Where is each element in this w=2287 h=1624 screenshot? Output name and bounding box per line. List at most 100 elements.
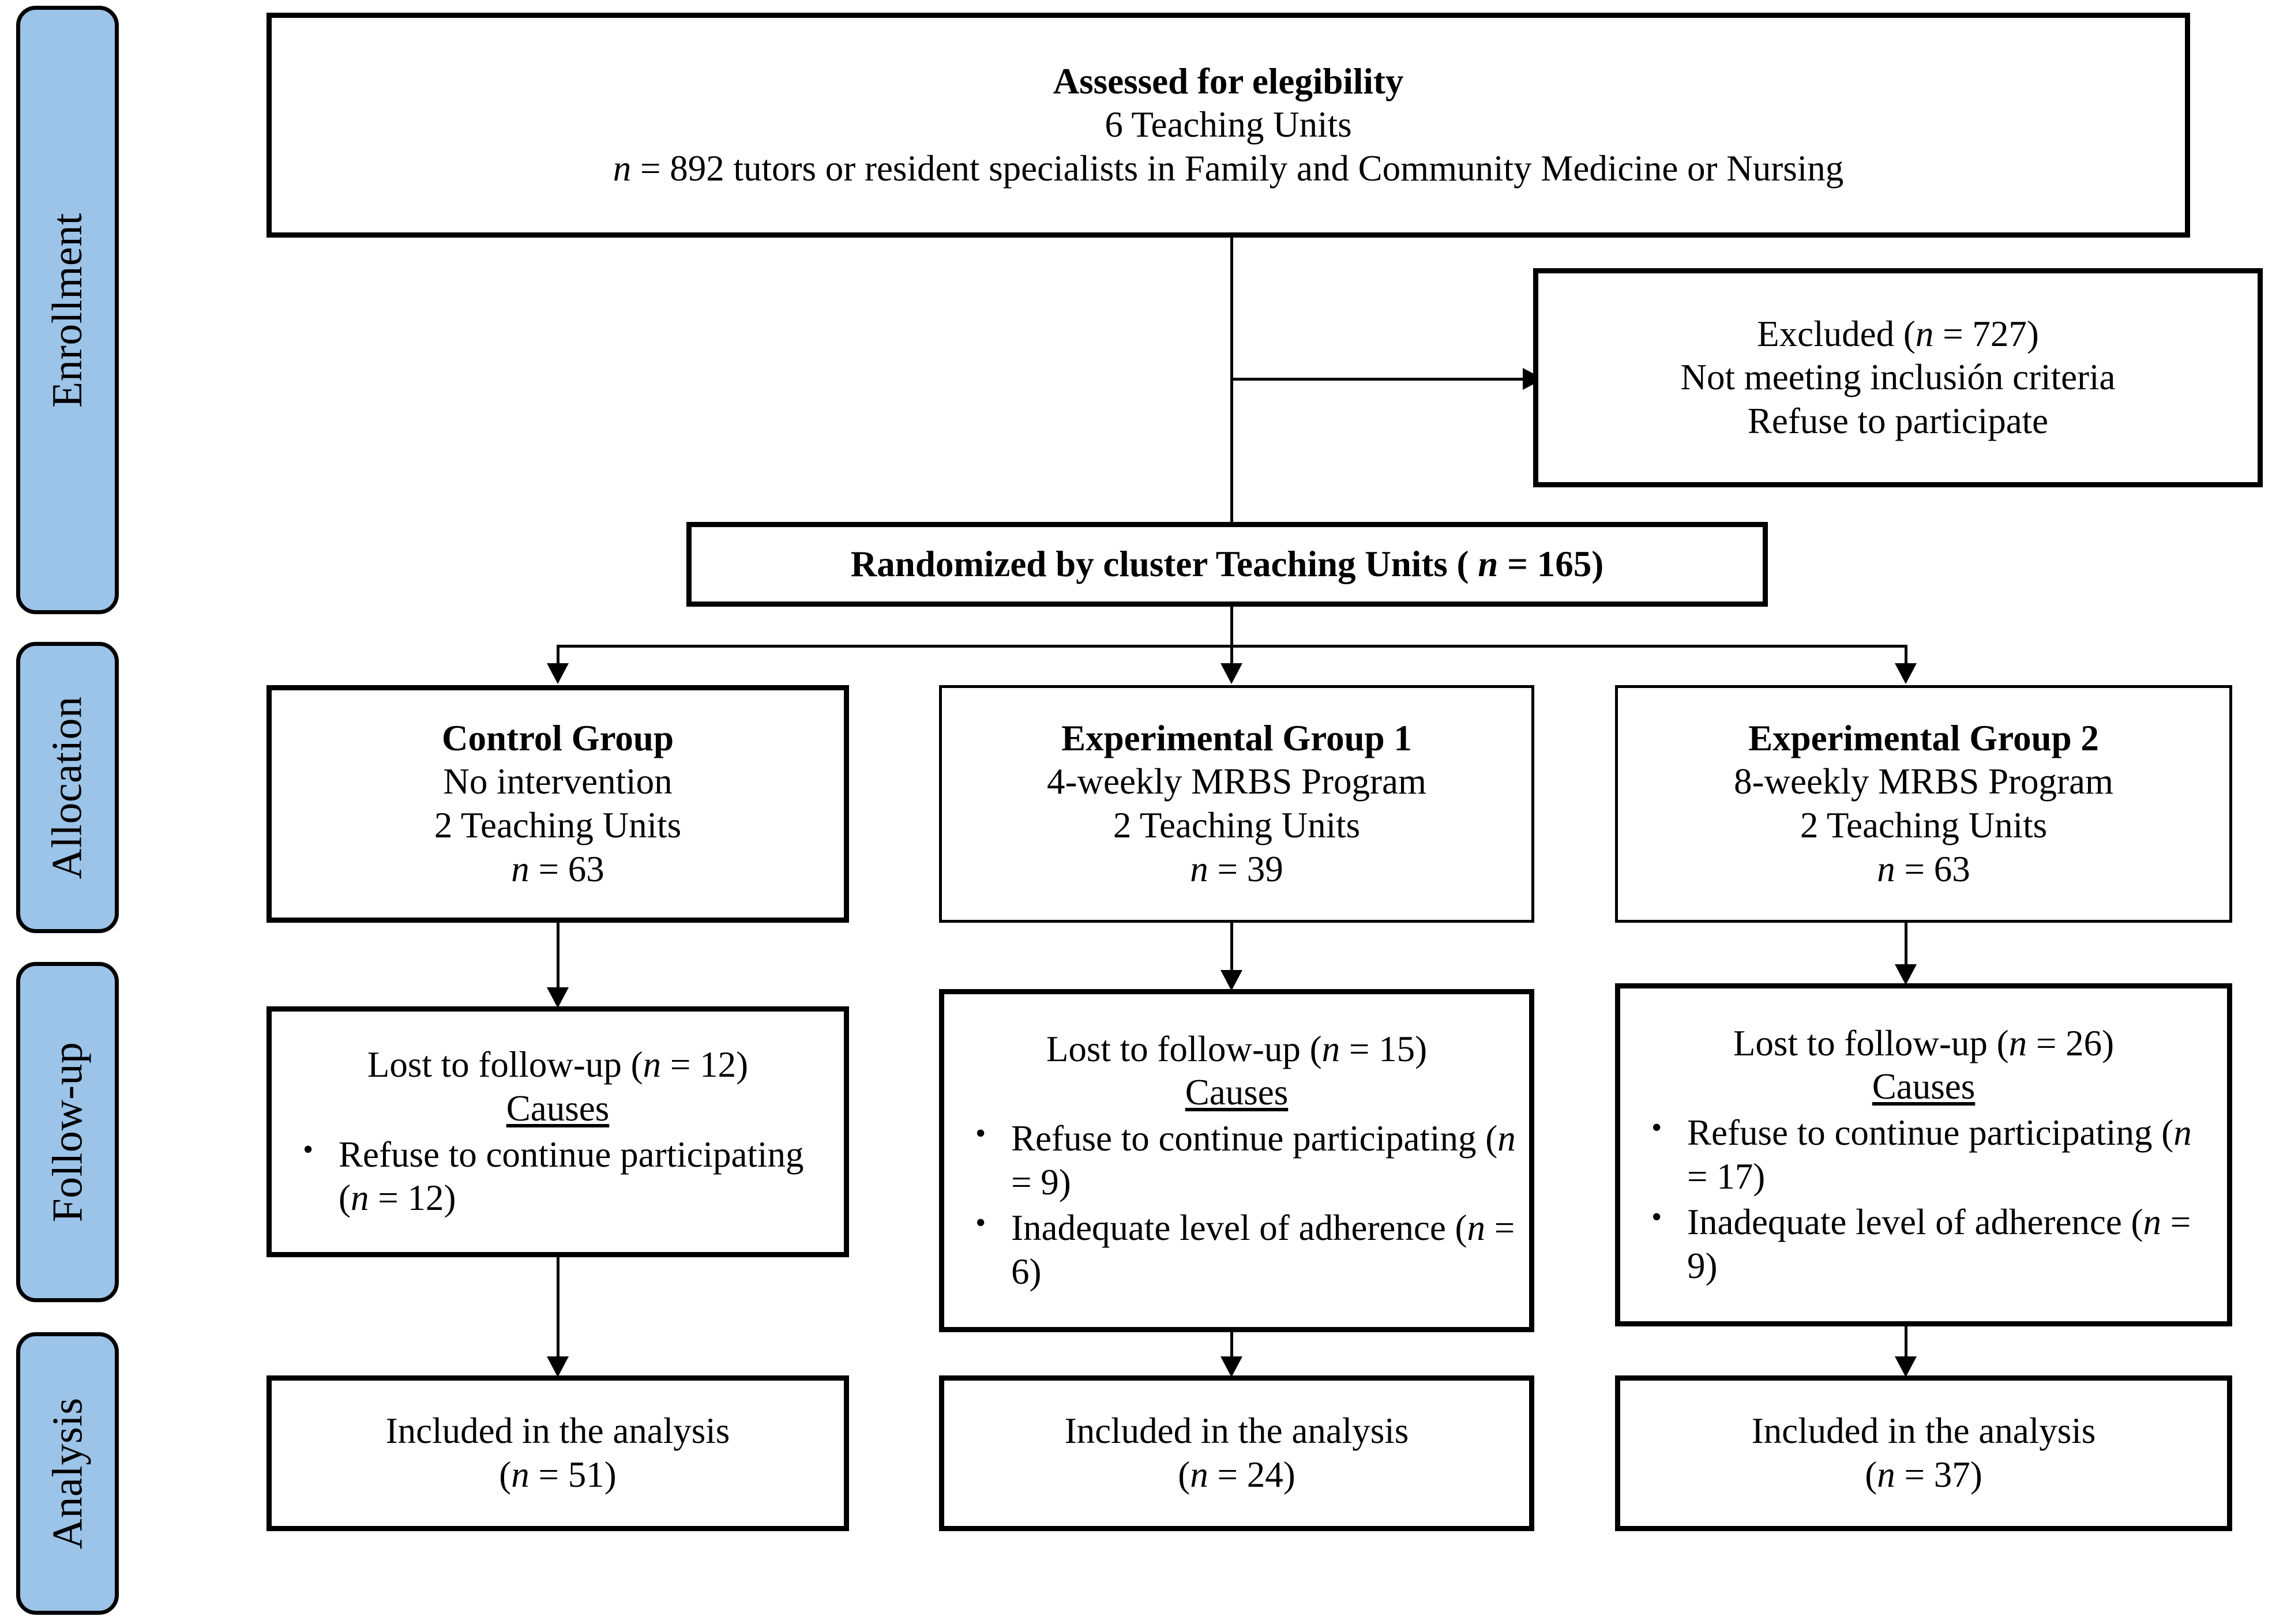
list-item: Refuse to continue participating (n = 17…: [1632, 1110, 2215, 1198]
assessed-title: Assessed for elegibility: [1053, 61, 1404, 102]
analysis-exp2-n: (n = 37): [1632, 1453, 2215, 1497]
analysis-exp2-n-symbol: n: [1877, 1454, 1895, 1495]
analysis-control-n-symbol: n: [511, 1454, 529, 1495]
exp1-units: 2 Teaching Units: [1113, 805, 1361, 845]
cause-text-post: = 12): [369, 1178, 456, 1219]
control-intervention: No intervention: [443, 761, 673, 802]
cause-text-post: = 6): [1011, 1208, 1515, 1292]
cause-text-pre: Refuse to continue participating (: [1687, 1112, 2174, 1153]
lost-exp1-causes-list: Refuse to continue participating (n = 9)…: [956, 1115, 1518, 1294]
cause-text-post: = 9): [1011, 1161, 1071, 1202]
excluded-n-symbol: n: [1915, 313, 1934, 354]
excluded-count-post: = 727): [1933, 313, 2039, 354]
cause-text-pre: Inadequate level of adherence (: [1687, 1202, 2143, 1243]
arrowhead-analysis-control: [547, 1356, 569, 1377]
lost-exp2-causes-list: Refuse to continue participating (n = 17…: [1632, 1109, 2215, 1288]
analysis-exp1-label: Included in the analysis: [1064, 1411, 1409, 1452]
control-n-value: = 63: [529, 848, 604, 889]
lost-exp2-head-pre: Lost to follow-up (: [1733, 1022, 2009, 1063]
lost-control-causes-label: Causes: [283, 1087, 832, 1131]
exp1-title: Experimental Group 1: [1061, 717, 1412, 758]
connector-lost-to-analysis-exp1: [1230, 1332, 1233, 1371]
assessed-n-value: = 892 tutors or resident specialists in …: [631, 148, 1844, 189]
lost-exp2-causes-label: Causes: [1632, 1065, 2215, 1109]
exp2-n: n = 63: [1629, 848, 2218, 892]
analysis-exp1-n-post: = 24): [1208, 1454, 1295, 1495]
box-assessed-for-eligibility: Assessed for elegibility 6 Teaching Unit…: [266, 13, 2190, 238]
control-n: n = 63: [283, 848, 832, 892]
assessed-n-symbol: n: [613, 148, 632, 189]
cause-n-symbol: n: [1467, 1208, 1486, 1249]
analysis-exp1-n: (n = 24): [956, 1453, 1518, 1497]
list-item: Inadequate level of adherence (n = 6): [956, 1205, 1518, 1294]
lost-control-head-pre: Lost to follow-up (: [367, 1044, 643, 1085]
randomized-pre: Randomized by cluster Teaching Units (: [850, 543, 1478, 584]
connector-exp1-to-lost: [1230, 923, 1233, 986]
analysis-control-n: (n = 51): [283, 1453, 832, 1497]
cause-n-symbol: n: [2173, 1112, 2192, 1153]
phase-label-enrollment-text: Enrollment: [44, 212, 91, 408]
phase-label-analysis: Analysis: [16, 1332, 119, 1615]
lost-exp2-head: Lost to follow-up (n = 26): [1632, 1022, 2215, 1066]
excluded-count: Excluded (n = 727): [1550, 313, 2246, 356]
analysis-exp1-n-pre: (: [1178, 1454, 1191, 1495]
cause-text-pre: Refuse to continue participating (: [339, 1134, 804, 1219]
exp2-n-value: = 63: [1895, 848, 1970, 889]
connector-lost-to-analysis-exp2: [1905, 1326, 1907, 1371]
connector-assessed-down: [1230, 236, 1233, 525]
lost-exp1-head-pre: Lost to follow-up (: [1046, 1028, 1322, 1069]
lost-control-head: Lost to follow-up (n = 12): [283, 1043, 832, 1087]
assessed-units: 6 Teaching Units: [1105, 104, 1352, 145]
analysis-control-n-pre: (: [499, 1454, 512, 1495]
lost-control-causes-text: Causes: [506, 1088, 610, 1129]
arrowhead-to-control: [547, 663, 569, 684]
box-experimental-group-2: Experimental Group 2 8-weekly MRBS Progr…: [1615, 685, 2232, 923]
lost-exp1-head-post: = 15): [1340, 1028, 1428, 1069]
phase-label-allocation-text: Allocation: [44, 696, 91, 879]
arrowhead-exp2-to-lost: [1895, 964, 1917, 985]
control-n-symbol: n: [511, 848, 529, 889]
lost-exp2-head-post: = 26): [2027, 1022, 2115, 1063]
box-analysis-exp1: Included in the analysis (n = 24): [939, 1375, 1534, 1531]
phase-label-enrollment: Enrollment: [16, 6, 119, 614]
connector-randomized-down: [1230, 607, 1233, 646]
analysis-control-label: Included in the analysis: [385, 1411, 730, 1452]
analysis-exp1-n-symbol: n: [1190, 1454, 1208, 1495]
exp1-n-value: = 39: [1208, 848, 1283, 889]
control-units: 2 Teaching Units: [434, 805, 682, 845]
exp2-units: 2 Teaching Units: [1800, 805, 2048, 845]
box-experimental-group-1: Experimental Group 1 4-weekly MRBS Progr…: [939, 685, 1534, 923]
arrowhead-to-exp2: [1895, 663, 1917, 684]
analysis-exp2-label: Included in the analysis: [1751, 1411, 2096, 1452]
exp2-title: Experimental Group 2: [1748, 717, 2099, 758]
box-lost-followup-exp2: Lost to follow-up (n = 26) Causes Refuse…: [1615, 983, 2232, 1326]
analysis-exp2-n-pre: (: [1865, 1454, 1877, 1495]
phase-label-allocation: Allocation: [16, 642, 119, 933]
box-randomized: Randomized by cluster Teaching Units ( n…: [686, 522, 1768, 607]
connector-exp2-to-lost: [1905, 923, 1907, 980]
lost-exp1-n-symbol: n: [1321, 1028, 1340, 1069]
cause-n-symbol: n: [1497, 1118, 1516, 1159]
connector-assessed-to-excluded: [1230, 378, 1524, 381]
list-item: Refuse to continue participating (n = 12…: [283, 1131, 832, 1220]
lost-control-causes-list: Refuse to continue participating (n = 12…: [283, 1131, 832, 1220]
lost-exp1-causes-text: Causes: [1185, 1072, 1289, 1113]
exp2-n-symbol: n: [1877, 848, 1895, 889]
arrowhead-exp1-to-lost: [1221, 970, 1242, 991]
box-control-group: Control Group No intervention 2 Teaching…: [266, 685, 849, 923]
lost-exp2-n-symbol: n: [2008, 1022, 2027, 1063]
excluded-reason-refuse: Refuse to participate: [1747, 400, 2049, 441]
box-lost-followup-control: Lost to follow-up (n = 12) Causes Refuse…: [266, 1006, 849, 1257]
connector-bus-to-exp2: [1905, 645, 1907, 666]
arrowhead-analysis-exp1: [1221, 1356, 1242, 1377]
connector-bus-to-control: [557, 645, 559, 666]
cause-n-symbol: n: [350, 1178, 369, 1219]
exp2-intervention: 8-weekly MRBS Program: [1734, 761, 2113, 802]
cause-text-pre: Refuse to continue participating (: [1011, 1118, 1498, 1159]
randomized-n-symbol: n: [1478, 543, 1499, 584]
lost-exp1-head: Lost to follow-up (n = 15): [956, 1028, 1518, 1072]
lost-exp2-causes-text: Causes: [1872, 1066, 1976, 1107]
randomized-text: Randomized by cluster Teaching Units ( n…: [703, 543, 1751, 587]
box-analysis-control: Included in the analysis (n = 51): [266, 1375, 849, 1531]
analysis-exp2-n-post: = 37): [1895, 1454, 1982, 1495]
